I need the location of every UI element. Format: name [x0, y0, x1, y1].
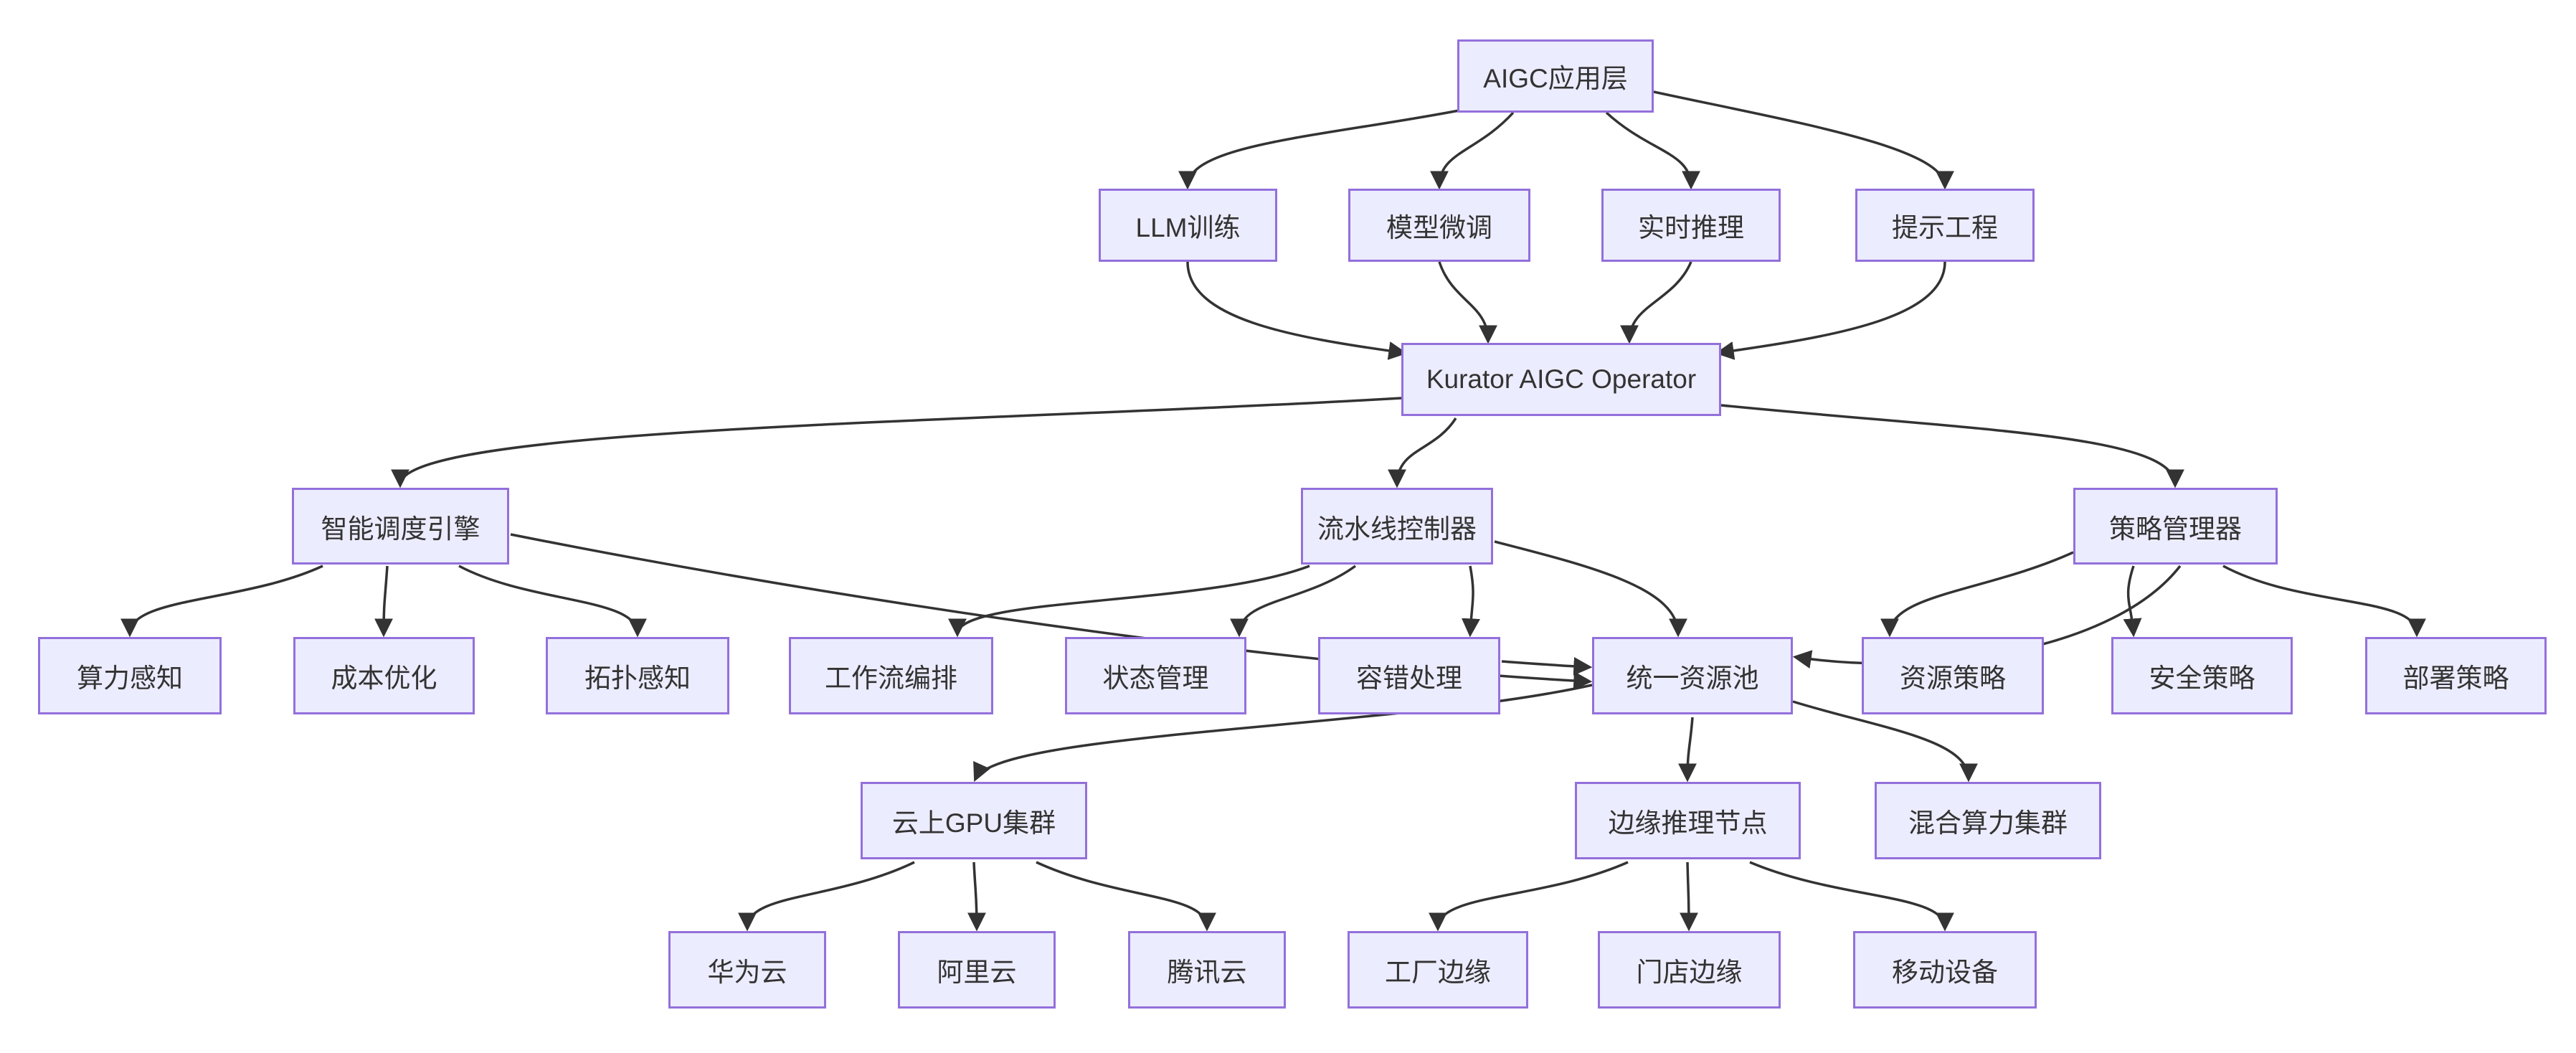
node-deploy-policy: 部署策略 [2365, 637, 2547, 714]
edge-cloud-gpu-tencent [1036, 861, 1216, 932]
node-llm: LLM训练 [1099, 189, 1277, 262]
edge-prompt-operator [1715, 261, 1946, 360]
node-cloud-gpu: 云上GPU集群 [861, 782, 1087, 859]
node-label-compute-aware: 算力感知 [77, 664, 183, 693]
node-ali: 阿里云 [898, 931, 1056, 1009]
edge-pool-edge-infer [1678, 717, 1697, 783]
node-cost-opt: 成本优化 [293, 637, 475, 714]
node-label-sec-policy: 安全策略 [2149, 664, 2255, 693]
node-label-factory: 工厂边缘 [1385, 958, 1491, 987]
node-huawei: 华为云 [668, 931, 826, 1009]
edge-pipeline-state [1230, 565, 1357, 638]
node-label-scheduler: 智能调度引擎 [321, 514, 480, 544]
node-scheduler: 智能调度引擎 [292, 488, 509, 565]
node-app: AIGC应用层 [1457, 39, 1654, 113]
node-label-infer: 实时推理 [1638, 213, 1744, 242]
edge-scheduler-cost-opt [374, 565, 394, 638]
node-pool: 统一资源池 [1592, 637, 1793, 714]
node-label-deploy-policy: 部署策略 [2402, 664, 2509, 693]
edge-finetune-operator [1438, 261, 1497, 344]
node-policy: 策略管理器 [2073, 488, 2278, 565]
node-edge-infer: 边缘推理节点 [1575, 782, 1801, 859]
edge-app-prompt [1653, 90, 1954, 190]
edge-operator-scheduler [391, 397, 1402, 488]
node-pipeline: 流水线控制器 [1301, 488, 1493, 565]
node-label-operator: Kurator AIGC Operator [1426, 364, 1697, 394]
node-fault: 容错处理 [1318, 637, 1500, 714]
node-finetune: 模型微调 [1348, 189, 1530, 262]
edge-app-infer [1605, 111, 1700, 190]
node-label-store: 门店边缘 [1636, 958, 1743, 987]
edge-pipeline-pool [1494, 540, 1687, 638]
node-label-pipeline: 流水线控制器 [1317, 514, 1477, 544]
edge-pipeline-workflow [948, 565, 1310, 638]
node-label-topo-aware: 拓扑感知 [584, 664, 691, 693]
edge-edge-infer-store [1679, 861, 1698, 932]
node-label-fault: 容错处理 [1356, 664, 1462, 693]
node-label-res-policy: 资源策略 [1900, 664, 2006, 693]
node-label-tencent: 腾讯云 [1167, 958, 1247, 987]
edge-scheduler-compute-aware [120, 565, 323, 638]
node-res-policy: 资源策略 [1862, 637, 2044, 714]
edge-policy-res-policy [1880, 551, 2074, 638]
edge-operator-policy [1720, 404, 2184, 488]
edge-edge-infer-mobile [1749, 861, 1954, 932]
node-label-state: 状态管理 [1102, 664, 1209, 693]
node-workflow: 工作流编排 [789, 637, 993, 714]
node-tencent: 腾讯云 [1128, 931, 1286, 1009]
node-state: 状态管理 [1065, 637, 1246, 714]
node-store: 门店边缘 [1598, 931, 1781, 1009]
node-factory: 工厂边缘 [1348, 931, 1528, 1009]
edge-pool-hybrid [1792, 700, 1978, 783]
node-label-finetune: 模型微调 [1386, 213, 1492, 242]
node-infer: 实时推理 [1601, 189, 1781, 262]
edge-edge-infer-factory [1429, 861, 1629, 932]
node-label-mobile: 移动设备 [1892, 958, 1998, 987]
edge-app-llm [1178, 108, 1467, 190]
node-label-ali: 阿里云 [937, 958, 1017, 987]
node-label-prompt: 提示工程 [1892, 213, 1998, 242]
edge-scheduler-topo-aware [458, 565, 647, 638]
edge-policy-deploy-policy [2222, 565, 2426, 638]
node-prompt: 提示工程 [1855, 189, 2035, 262]
edge-llm-operator [1186, 261, 1408, 360]
node-label-huawei: 华为云 [707, 958, 787, 987]
node-label-llm: LLM训练 [1135, 213, 1241, 242]
node-label-edge-infer: 边缘推理节点 [1608, 808, 1768, 838]
node-label-workflow: 工作流编排 [825, 664, 957, 693]
edge-app-finetune [1430, 111, 1515, 190]
edge-fault-pool [1501, 656, 1593, 676]
edge-pipeline-fault [1462, 565, 1480, 638]
node-operator: Kurator AIGC Operator [1401, 343, 1721, 416]
node-label-pool: 统一资源池 [1626, 664, 1759, 693]
node-compute-aware: 算力感知 [38, 637, 222, 714]
edge-policy-sec-policy [2123, 565, 2142, 638]
node-label-policy: 策略管理器 [2109, 514, 2242, 544]
node-hybrid: 混合算力集群 [1875, 782, 2101, 859]
node-label-hybrid: 混合算力集群 [1908, 808, 2068, 838]
edge-cloud-gpu-huawei [738, 861, 915, 932]
edge-cloud-gpu-ali [967, 861, 986, 932]
edge-operator-pipeline [1388, 417, 1457, 488]
node-topo-aware: 拓扑感知 [546, 637, 729, 714]
node-label-cost-opt: 成本优化 [331, 664, 437, 693]
edge-infer-operator [1620, 261, 1692, 344]
node-mobile: 移动设备 [1853, 931, 2037, 1009]
node-label-app: AIGC应用层 [1483, 64, 1628, 93]
node-sec-policy: 安全策略 [2111, 637, 2293, 714]
node-label-cloud-gpu: 云上GPU集群 [891, 808, 1056, 838]
